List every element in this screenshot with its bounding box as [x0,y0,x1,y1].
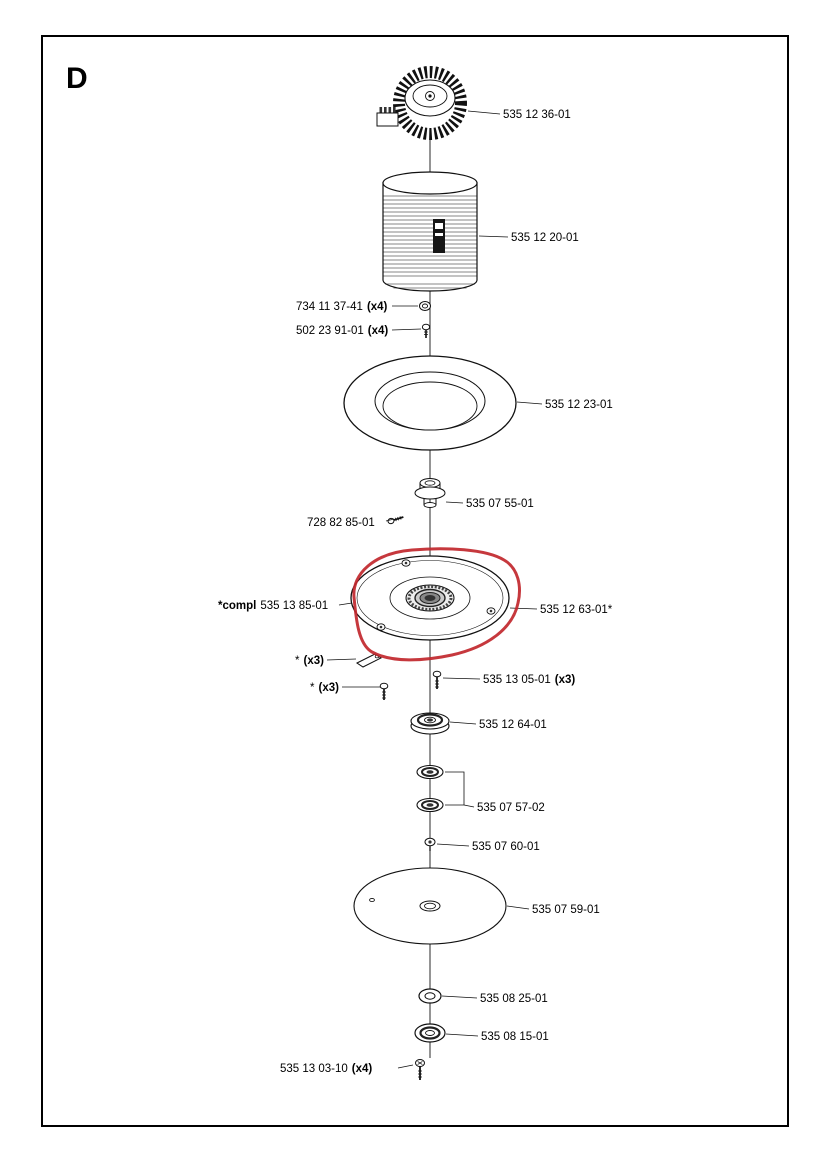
part-labels: 535 12 36-01 535 12 20-01 734 11 37-41(x… [218,109,613,1075]
label-motor: 535 12 36-01 [503,109,571,121]
leader-line [449,721,477,725]
part-washer-top [419,301,431,311]
motor-connector [376,107,399,127]
part-bearing-large [410,712,450,735]
leader-line [338,602,353,606]
label-spacer: 535 07 60-01 [472,841,540,853]
leader-lines [326,110,543,1069]
part-screw-bottom [415,1059,425,1080]
label-washer-small: 535 08 25-01 [480,993,548,1005]
leader-line [509,607,538,610]
leader-line [442,677,481,680]
label-set-screw: 728 82 85-01 [307,517,375,529]
leader-line [445,1033,479,1037]
part-bearing-upper [416,764,444,780]
leader-line [397,1064,414,1069]
label-washer-flange: 535 08 15-01 [481,1031,549,1043]
part-screw-top [421,323,431,338]
label-screw-bottom: 535 13 03-10(x4) [280,1063,372,1075]
leader-line [478,235,509,238]
label-washer-top: 734 11 37-41(x4) [296,301,388,313]
part-stator-cylinder [382,171,478,292]
part-motor [376,66,467,140]
leader-line [441,995,478,999]
part-cover-ring [343,355,517,451]
label-blade-disc: 535 07 59-01 [532,904,600,916]
part-drive-disc [350,555,510,641]
part-bearing-lower [416,797,444,813]
leader-line [516,401,543,405]
label-hub: 535 07 55-01 [466,498,534,510]
leader-line [385,518,395,522]
section-label: D [66,62,88,95]
part-washer-small [418,988,442,1004]
part-spacer [424,837,436,851]
leader-line [436,843,470,847]
leader-line [326,658,357,661]
part-washer-flange [414,1023,446,1043]
part-set-screw [387,516,404,525]
label-bearing-large: 535 12 64-01 [479,719,547,731]
label-clip-screw: *(x3) [310,682,339,694]
label-clip: *(x3) [295,655,324,667]
label-bearing-pair: 535 07 57-02 [477,802,545,814]
leader-line [463,804,475,808]
leader-line [445,501,464,504]
label-cover-ring: 535 12 23-01 [545,399,613,411]
leader-line [467,110,501,115]
disc-bolt-holes [376,559,496,631]
page-border [41,35,789,1127]
leader-line [506,905,530,910]
highlight-annotation [352,547,521,662]
label-drive-disc: 535 12 63-01* [540,604,613,616]
part-blade-disc [353,867,507,945]
part-disc-screw [432,670,442,689]
part-hub [414,478,446,508]
label-cylinder: 535 12 20-01 [511,232,579,244]
leader-line [391,328,422,331]
label-screw-top: 502 23 91-01(x4) [296,325,388,337]
label-disc-screw: 535 13 05-01(x3) [483,674,575,686]
bracket-bearing-pair [445,771,465,806]
part-clip-screw [379,682,389,700]
